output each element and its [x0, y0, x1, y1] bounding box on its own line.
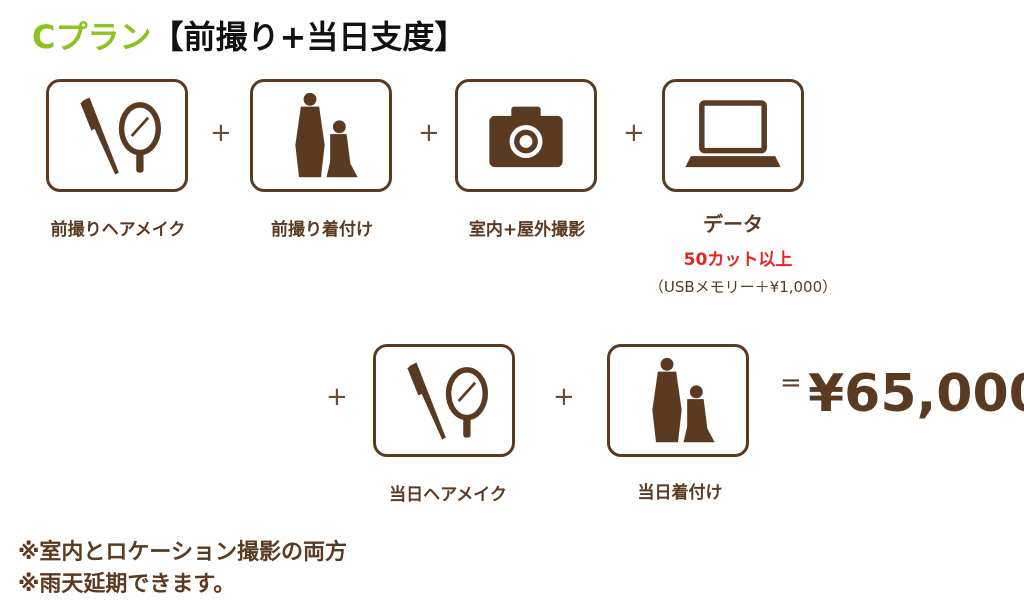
- usb-note: （USBメモリー＋¥1,000）: [648, 278, 838, 296]
- plus-sign: +: [418, 118, 440, 148]
- note-line: ※雨天延期できます。: [18, 572, 236, 597]
- item-box-photo: [455, 79, 597, 192]
- equals-sign: =: [780, 368, 802, 398]
- item-box-data: [662, 79, 804, 192]
- item-label: 当日ヘアメイク: [389, 485, 507, 505]
- plan-detail: 【前撮り+当日支度】: [151, 18, 467, 56]
- comb-mirror-icon: [389, 355, 499, 447]
- price: ¥65,000: [808, 364, 1024, 424]
- laptop-icon: [678, 90, 788, 182]
- comb-mirror-icon: [62, 90, 172, 182]
- item-box-day-dressing: [607, 344, 749, 457]
- kimono-dressing-icon: [266, 90, 376, 182]
- item-box-dressing: [250, 79, 392, 192]
- item-box-hairmake: [46, 79, 188, 192]
- item-label: 前撮り着付け: [271, 220, 373, 240]
- plus-sign: +: [623, 118, 645, 148]
- plus-sign: +: [553, 382, 575, 412]
- item-label: 前撮りヘアメイク: [50, 220, 186, 240]
- plus-sign: +: [326, 382, 348, 412]
- camera-icon: [471, 90, 581, 182]
- note-line: ※室内とロケーション撮影の両方: [18, 540, 347, 565]
- item-label: データ: [703, 212, 763, 236]
- plan-name: Cプラン: [32, 18, 152, 56]
- item-label: 当日着付け: [637, 483, 723, 503]
- item-label: 室内+屋外撮影: [468, 220, 586, 240]
- page-title: Cプラン【前撮り+当日支度】: [32, 12, 466, 58]
- item-box-day-hairmake: [373, 344, 515, 457]
- cut-count: 50カット以上: [683, 250, 793, 270]
- plus-sign: +: [210, 118, 232, 148]
- kimono-dressing-icon: [623, 355, 733, 447]
